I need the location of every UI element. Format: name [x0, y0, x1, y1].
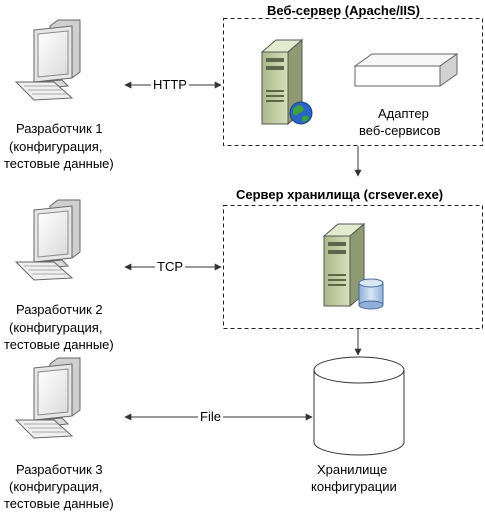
developer-3-computer-icon	[14, 357, 81, 439]
web-server-box	[223, 18, 483, 146]
file-label: File	[198, 409, 223, 425]
storage-server-title: Сервер хранилища (crsever.exe)	[236, 187, 444, 202]
developer-3-line-3: тестовые данные)	[4, 496, 114, 511]
web-server-icon	[260, 38, 313, 126]
storage-server-box	[223, 205, 483, 329]
developer-1-line-3: тестовые данные)	[4, 156, 114, 171]
developer-2-computer-icon	[14, 199, 81, 281]
storage-server-icon	[322, 222, 384, 310]
configuration-storage-icon	[313, 356, 405, 456]
web-services-adapter-icon	[353, 53, 459, 87]
http-label: HTTP	[151, 77, 189, 93]
storage-label-line-2: конфигурации	[311, 479, 397, 494]
web-server-title: Веб-сервер (Apache/IIS)	[267, 3, 420, 18]
developer-1-line-2: (конфигурация,	[9, 139, 103, 154]
developer-3-line-2: (конфигурация,	[9, 479, 103, 494]
storage-label-line-1: Хранилище	[317, 462, 388, 477]
adapter-label-line-2: веб-сервисов	[359, 123, 441, 138]
developer-1-computer-icon	[14, 19, 81, 101]
developer-2-line-3: тестовые данные)	[4, 337, 114, 352]
tcp-label: TCP	[155, 259, 185, 275]
developer-2-name: Разработчик 2	[16, 302, 103, 317]
developer-1-name: Разработчик 1	[16, 121, 103, 136]
developer-2-line-2: (конфигурация,	[9, 320, 103, 335]
adapter-label-line-1: Адаптер	[378, 106, 429, 121]
developer-3-name: Разработчик 3	[16, 462, 103, 477]
